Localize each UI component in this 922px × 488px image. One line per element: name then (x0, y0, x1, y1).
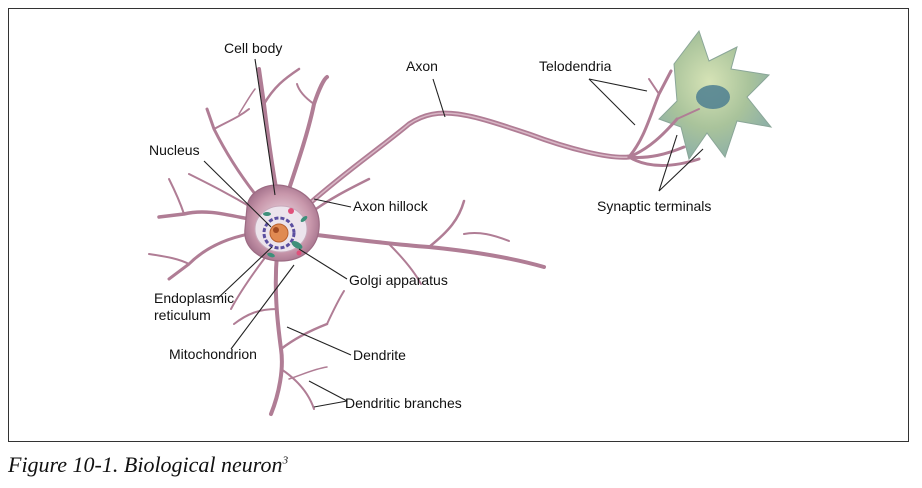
label-golgi-apparatus: Golgi apparatus (349, 272, 448, 288)
caption-footnote: 3 (282, 454, 289, 467)
label-mitochondrion: Mitochondrion (169, 346, 257, 362)
mitochondrion-3 (267, 252, 275, 258)
neuron-diagram: Cell body Axon Telodendria Nucleus Axon … (148, 29, 773, 416)
label-cell-body: Cell body (224, 40, 282, 56)
label-axon-hillock: Axon hillock (353, 198, 429, 214)
label-reticulum: reticulum (154, 307, 211, 323)
target-nucleus (696, 85, 730, 109)
axon-highlight (308, 112, 630, 205)
diagram-frame: Cell body Axon Telodendria Nucleus Axon … (8, 8, 909, 442)
mitochondrion-2 (300, 216, 308, 222)
cell-body (244, 184, 320, 262)
vesicle (288, 208, 294, 214)
label-dendritic-branches: Dendritic branches (345, 395, 462, 411)
label-dendrite: Dendrite (353, 347, 406, 363)
leader-lines (203, 58, 704, 408)
endoplasmic-ring (262, 216, 296, 250)
figure-caption: Figure 10-1. Biological neuron3 (8, 452, 288, 478)
neuron-processes (148, 67, 701, 416)
vesicle (296, 250, 302, 256)
golgi-apparatus (291, 241, 303, 249)
target-cell (658, 29, 773, 161)
label-telodendria: Telodendria (539, 58, 612, 74)
label-synaptic-terminals: Synaptic terminals (597, 198, 711, 214)
label-axon: Axon (406, 58, 438, 74)
axon (306, 110, 632, 207)
nucleolus (273, 227, 279, 233)
label-nucleus: Nucleus (149, 142, 200, 158)
label-endoplasmic: Endoplasmic (154, 290, 234, 306)
caption-text: Figure 10-1. Biological neuron (8, 452, 283, 477)
mitochondrion-1 (263, 212, 271, 216)
nucleus (269, 223, 289, 243)
